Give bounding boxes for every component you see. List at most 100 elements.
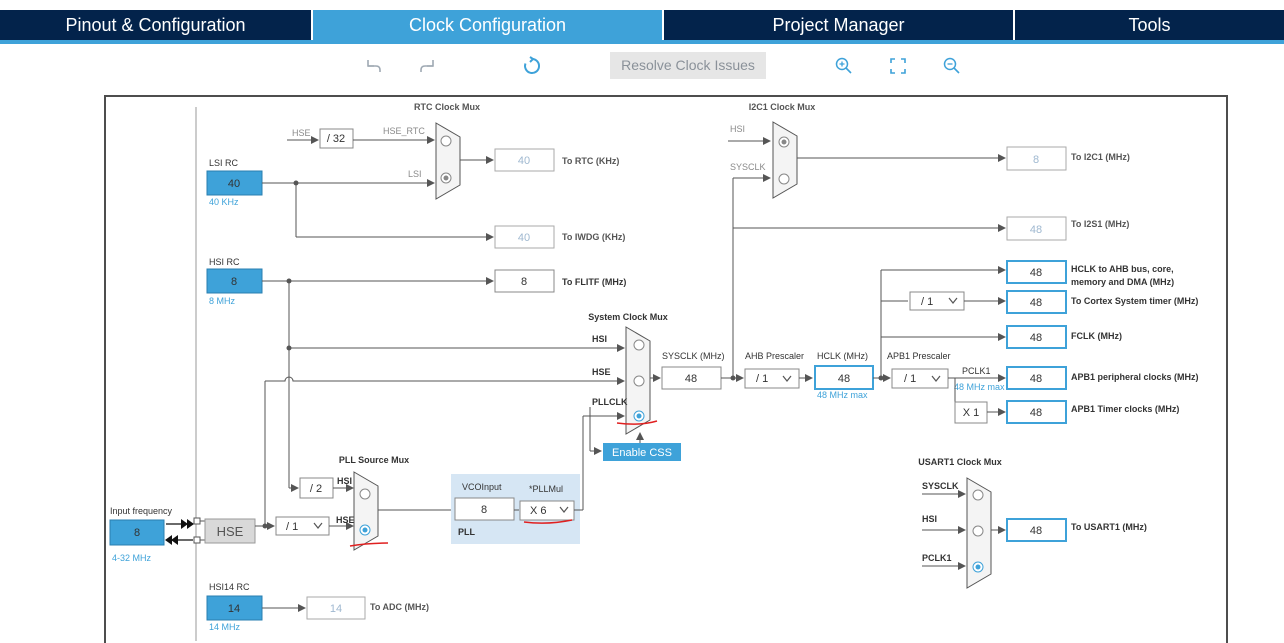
enable-css-label: Enable CSS (612, 447, 672, 459)
flitf-output-label: To FLITF (MHz) (562, 277, 626, 287)
apb1-timer-output-box (1006, 400, 1067, 424)
usart1-hsi-label: HSI (922, 514, 937, 524)
rtc-mux-radio-lsi-dot (443, 175, 449, 181)
hsi-rc-box[interactable] (206, 268, 263, 294)
pclk1-label: PCLK1 (962, 366, 991, 376)
usart1-output-box (1006, 518, 1067, 542)
hse-block[interactable] (204, 518, 256, 544)
rtc-output-box (494, 148, 555, 172)
sys-mux-hse-label: HSE (592, 367, 611, 377)
hsi14-rc-value: 14 (228, 603, 240, 615)
i2s1-output-label: To I2S1 (MHz) (1071, 219, 1129, 229)
osc-pin-out (193, 536, 201, 544)
hclk-label: HCLK (MHz) (817, 351, 868, 361)
lsi-rc-box[interactable] (206, 170, 263, 196)
sys-mux-radio-pllclk-dot (636, 413, 642, 419)
iwdg-output-value: 40 (518, 232, 530, 244)
refresh-icon[interactable] (520, 54, 544, 78)
hse-input-frequency[interactable] (109, 519, 165, 546)
hsi14-rc-box[interactable] (206, 595, 263, 621)
rtc-mux-title: RTC Clock Mux (414, 102, 480, 112)
pll-src-mux-title: PLL Source Mux (339, 455, 409, 465)
cortex-output-box (1006, 290, 1067, 314)
sys-mux-pllclk-label: PLLCLK (592, 397, 628, 407)
rtc-hse-label: HSE (292, 128, 311, 138)
hse-prediv-select[interactable] (275, 516, 330, 536)
sys-mux-radio-hsi[interactable] (633, 339, 645, 351)
arrow-right-icon (181, 519, 188, 529)
tab-project-manager[interactable]: Project Manager (664, 10, 1013, 40)
rtc-div32-value: / 32 (327, 133, 345, 145)
iwdg-output-box (494, 225, 555, 249)
resolve-clock-issues-button[interactable]: Resolve Clock Issues (610, 52, 766, 79)
i2s1-output-value: 48 (1030, 224, 1042, 236)
hsi-rc-value: 8 (231, 276, 237, 288)
usart1-output-value: 48 (1030, 525, 1042, 537)
rtc-div32-box (319, 128, 354, 149)
usart1-mux-title: USART1 Clock Mux (918, 457, 1002, 467)
pclk1-max: 48 MHz max (954, 382, 1005, 392)
rtc-output-label: To RTC (KHz) (562, 156, 619, 166)
usart1-sysclk-label: SYSCLK (922, 481, 959, 491)
lsi-rc-value: 40 (228, 178, 240, 190)
i2s1-output-box (1006, 216, 1067, 241)
pll-source-mux[interactable] (353, 471, 379, 551)
ahb-prescaler-select[interactable] (744, 368, 800, 389)
rtc-mux-radio-hse[interactable] (440, 135, 452, 147)
i2c1-clock-mux[interactable] (772, 121, 798, 199)
rtc-output-value: 40 (518, 155, 530, 167)
rtc-clock-mux[interactable] (435, 122, 461, 200)
adc-output-value: 14 (330, 603, 342, 615)
arrow-left-icon (171, 535, 178, 545)
apb1-timer-mul-value: X 1 (963, 407, 980, 419)
tab-clock-configuration[interactable]: Clock Configuration (313, 10, 662, 40)
zoom-in-icon[interactable] (832, 54, 856, 78)
sysclk-value: 48 (685, 373, 697, 385)
usart1-mux-radio-sysclk[interactable] (972, 489, 984, 501)
tab-pinout-configuration[interactable]: Pinout & Configuration (0, 10, 311, 40)
i2c1-mux-radio-sysclk[interactable] (778, 173, 790, 185)
apb1-timer-output-value: 48 (1030, 407, 1042, 419)
usart1-mux-radio-hsi[interactable] (972, 525, 984, 537)
pll-src-radio-hsi[interactable] (359, 488, 371, 500)
adc-output-label: To ADC (MHz) (370, 602, 429, 612)
usart1-pclk1-label: PCLK1 (922, 553, 952, 563)
sys-mux-title: System Clock Mux (588, 312, 668, 322)
hclk-ahb-output-box (1006, 260, 1067, 284)
sysclk-label: SYSCLK (MHz) (662, 351, 725, 361)
sys-mux-radio-hse[interactable] (633, 375, 645, 387)
red-underline-mark (349, 542, 389, 547)
adc-output-box (306, 596, 366, 620)
pll-src-hsi-label: HSI (337, 476, 352, 486)
top-tab-bar: Pinout & Configuration Clock Configurati… (0, 0, 1284, 44)
chevron-down-icon (559, 506, 569, 513)
redo-icon[interactable] (415, 54, 439, 78)
chevron-down-icon (782, 375, 792, 382)
chevron-down-icon (313, 522, 323, 529)
hse-input-value: 8 (134, 527, 140, 539)
flitf-output-value: 8 (521, 276, 527, 288)
undo-icon[interactable] (362, 54, 386, 78)
apb1-prescaler-select[interactable] (891, 368, 949, 389)
pll-src-div2-value: / 2 (310, 483, 322, 495)
hsi14-rc-title: HSI14 RC (209, 582, 250, 592)
i2c1-hsi-label: HSI (730, 124, 745, 134)
ahb-prescaler-label: AHB Prescaler (745, 351, 804, 361)
pll-vco-box (454, 497, 515, 521)
i2c1-output-label: To I2C1 (MHz) (1071, 152, 1130, 162)
pll-mul-value: X 6 (530, 505, 547, 517)
rtc-lsi-label: LSI (408, 169, 422, 179)
cortex-div-select[interactable] (909, 291, 965, 311)
red-underline-mark (523, 519, 573, 524)
fit-screen-icon[interactable] (886, 54, 910, 78)
cortex-output-label: To Cortex System timer (MHz) (1071, 296, 1198, 306)
sys-mux-hsi-label: HSI (592, 334, 607, 344)
lsi-rc-title: LSI RC (209, 158, 239, 168)
lsi-rc-freq: 40 KHz (209, 197, 239, 207)
enable-css-button[interactable] (603, 443, 681, 461)
i2c1-mux-title: I2C1 Clock Mux (749, 102, 816, 112)
chevron-down-icon (948, 297, 958, 304)
tab-tools[interactable]: Tools (1015, 10, 1284, 40)
zoom-out-icon[interactable] (940, 54, 964, 78)
hsi-rc-title: HSI RC (209, 257, 240, 267)
